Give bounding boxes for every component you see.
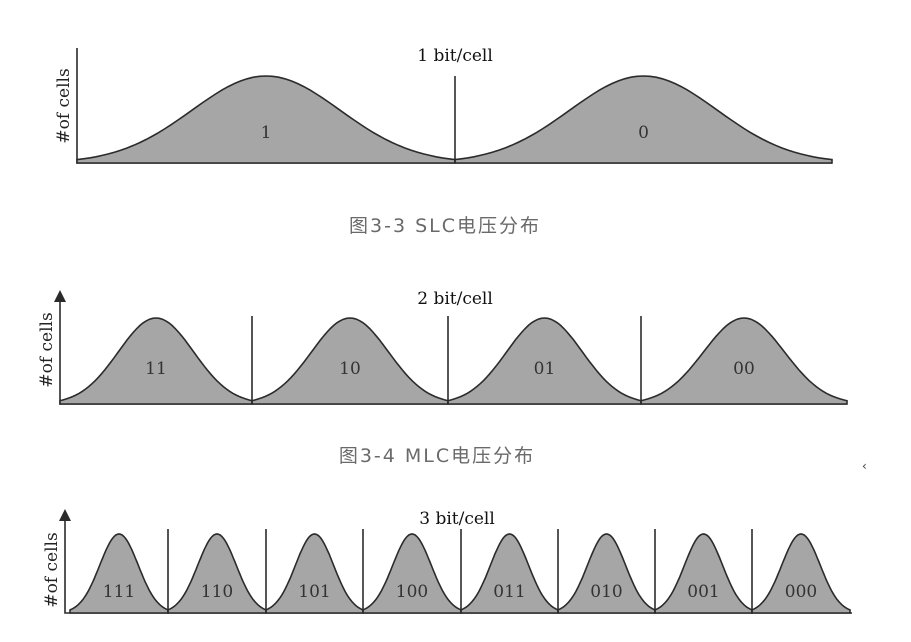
distribution-curve-110 (167, 533, 267, 614)
tlc-y-arrow-icon (59, 509, 71, 521)
distribution-curve-100 (362, 533, 462, 614)
distribution-curve-011 (460, 533, 559, 614)
mlc-state-labels: 11 10 01 00 (145, 359, 755, 379)
state-label-000: 000 (785, 582, 817, 602)
state-label-00: 00 (733, 359, 755, 379)
distribution-curve-111 (69, 533, 169, 614)
tlc-ylabel: #of cells (42, 532, 62, 607)
stray-mark: ‹ (862, 459, 867, 473)
distribution-curve-101 (265, 533, 364, 614)
slc-caption: 图3-3 SLC电压分布 (349, 215, 541, 237)
mlc-panel-title: 2 bit/cell (417, 289, 493, 309)
state-label-111: 111 (103, 582, 135, 602)
slc-curves (76, 75, 833, 164)
tlc-curves (69, 533, 851, 614)
slc-panel-title: 1 bit/cell (417, 46, 493, 66)
state-label-011: 011 (493, 582, 525, 602)
distribution-curve-001 (654, 533, 753, 614)
state-label-1: 1 (261, 123, 272, 143)
state-label-11: 11 (145, 359, 167, 379)
state-label-001: 001 (687, 582, 719, 602)
distribution-curve-10 (251, 317, 449, 405)
distribution-curve-1 (76, 75, 456, 164)
distribution-curve-000 (751, 533, 851, 614)
mlc-ylabel: #of cells (37, 312, 57, 387)
distribution-curve-01 (447, 317, 642, 405)
state-label-10: 10 (339, 359, 361, 379)
state-label-110: 110 (201, 582, 233, 602)
state-label-010: 010 (590, 582, 622, 602)
state-label-100: 100 (396, 582, 428, 602)
tlc-dividers (167, 529, 753, 613)
mlc-dividers (251, 316, 642, 404)
distribution-curve-0 (454, 75, 833, 164)
state-label-01: 01 (534, 359, 556, 379)
distribution-curve-00 (640, 317, 848, 405)
mlc-caption: 图3-4 MLC电压分布 (339, 445, 535, 467)
tlc-panel-title: 3 bit/cell (419, 509, 495, 529)
mlc-panel: #of cells 2 bit/cell 11 10 01 00 (37, 289, 848, 405)
distribution-curve-11 (59, 317, 253, 405)
mlc-curves (59, 317, 848, 405)
state-label-101: 101 (298, 582, 330, 602)
slc-ylabel: #of cells (54, 68, 74, 143)
distribution-curve-010 (557, 533, 656, 614)
tlc-panel: #of cells 3 bit/cell 111 110 101 100 011 010 0… (42, 509, 852, 614)
tlc-state-labels: 111 110 101 100 011 010 001 000 (103, 582, 817, 602)
state-label-0: 0 (638, 123, 649, 143)
mlc-y-arrow-icon (54, 290, 66, 302)
